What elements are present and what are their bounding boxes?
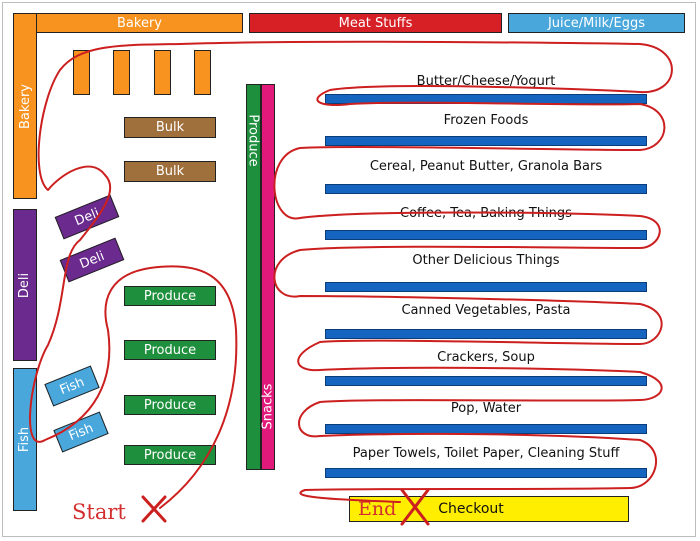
aisle-label: Crackers, Soup (437, 350, 535, 365)
bulk-label: Bulk (155, 164, 185, 179)
bakery-top-section: Bakery (36, 13, 243, 33)
aisle-shelf (325, 329, 647, 339)
aisle-label: Frozen Foods (443, 113, 529, 128)
produce-table-label: Produce (143, 342, 197, 358)
bulk-label: Bulk (155, 120, 185, 135)
produce-wall: Produce (246, 84, 261, 470)
bakery-shelf (194, 50, 211, 95)
aisle-shelf (325, 282, 647, 292)
fish-side-section: Fish (13, 368, 37, 511)
produce-table: Produce (124, 340, 216, 360)
aisle-shelf (325, 424, 647, 434)
aisle-label: Coffee, Tea, Baking Things (400, 206, 572, 221)
meat-label: Meat Stuffs (338, 15, 413, 31)
fish-counter-label: Fish (66, 420, 96, 444)
produce-table-label: Produce (143, 447, 197, 463)
produce-table-label: Produce (143, 397, 197, 413)
produce-table: Produce (124, 395, 216, 415)
aisle-shelf (325, 376, 647, 386)
start-label: Start (72, 500, 126, 524)
snacks-wall: Snacks (260, 84, 276, 470)
aisle-shelf (325, 136, 647, 146)
produce-wall-label: Produce (246, 114, 262, 167)
checkout-counter: End Checkout (349, 496, 629, 522)
aisle-shelf (325, 468, 647, 478)
juice-label: Juice/Milk/Eggs (547, 15, 646, 31)
fish-counter-label: Fish (57, 374, 87, 398)
aisle-label: Canned Vegetables, Pasta (401, 303, 571, 318)
deli-side-label: Deli (17, 272, 33, 298)
aisle-label: Paper Towels, Toilet Paper, Cleaning Stu… (352, 446, 620, 461)
deli-counter-label: Deli (72, 205, 102, 229)
aisle-label: Other Delicious Things (412, 253, 560, 268)
aisle-label: Butter/Cheese/Yogurt (416, 74, 556, 89)
aisle-shelf (325, 94, 647, 104)
bakery-side-label: Bakery (17, 83, 33, 129)
produce-table-label: Produce (143, 288, 197, 304)
produce-table: Produce (124, 445, 216, 465)
bakery-top-label: Bakery (117, 15, 162, 31)
aisle-shelf (325, 184, 647, 194)
aisle-shelf (325, 230, 647, 240)
bakery-shelf (73, 50, 90, 95)
bakery-side-section: Bakery (13, 13, 37, 199)
juice-milk-eggs-section: Juice/Milk/Eggs (508, 13, 685, 33)
aisle-label: Pop, Water (450, 401, 522, 416)
bulk-bin: Bulk (124, 161, 216, 182)
fish-side-label: Fish (17, 426, 33, 453)
aisle-label: Cereal, Peanut Butter, Granola Bars (369, 159, 603, 174)
meat-section: Meat Stuffs (249, 13, 502, 33)
deli-counter-label: Deli (77, 248, 107, 272)
bulk-bin: Bulk (124, 117, 216, 138)
checkout-label: Checkout (438, 501, 504, 517)
bakery-shelf (154, 50, 171, 95)
snacks-wall-label: Snacks (260, 383, 276, 430)
deli-side-section: Deli (13, 209, 37, 361)
end-label: End (358, 498, 397, 520)
bakery-shelf (113, 50, 130, 95)
produce-table: Produce (124, 286, 216, 306)
